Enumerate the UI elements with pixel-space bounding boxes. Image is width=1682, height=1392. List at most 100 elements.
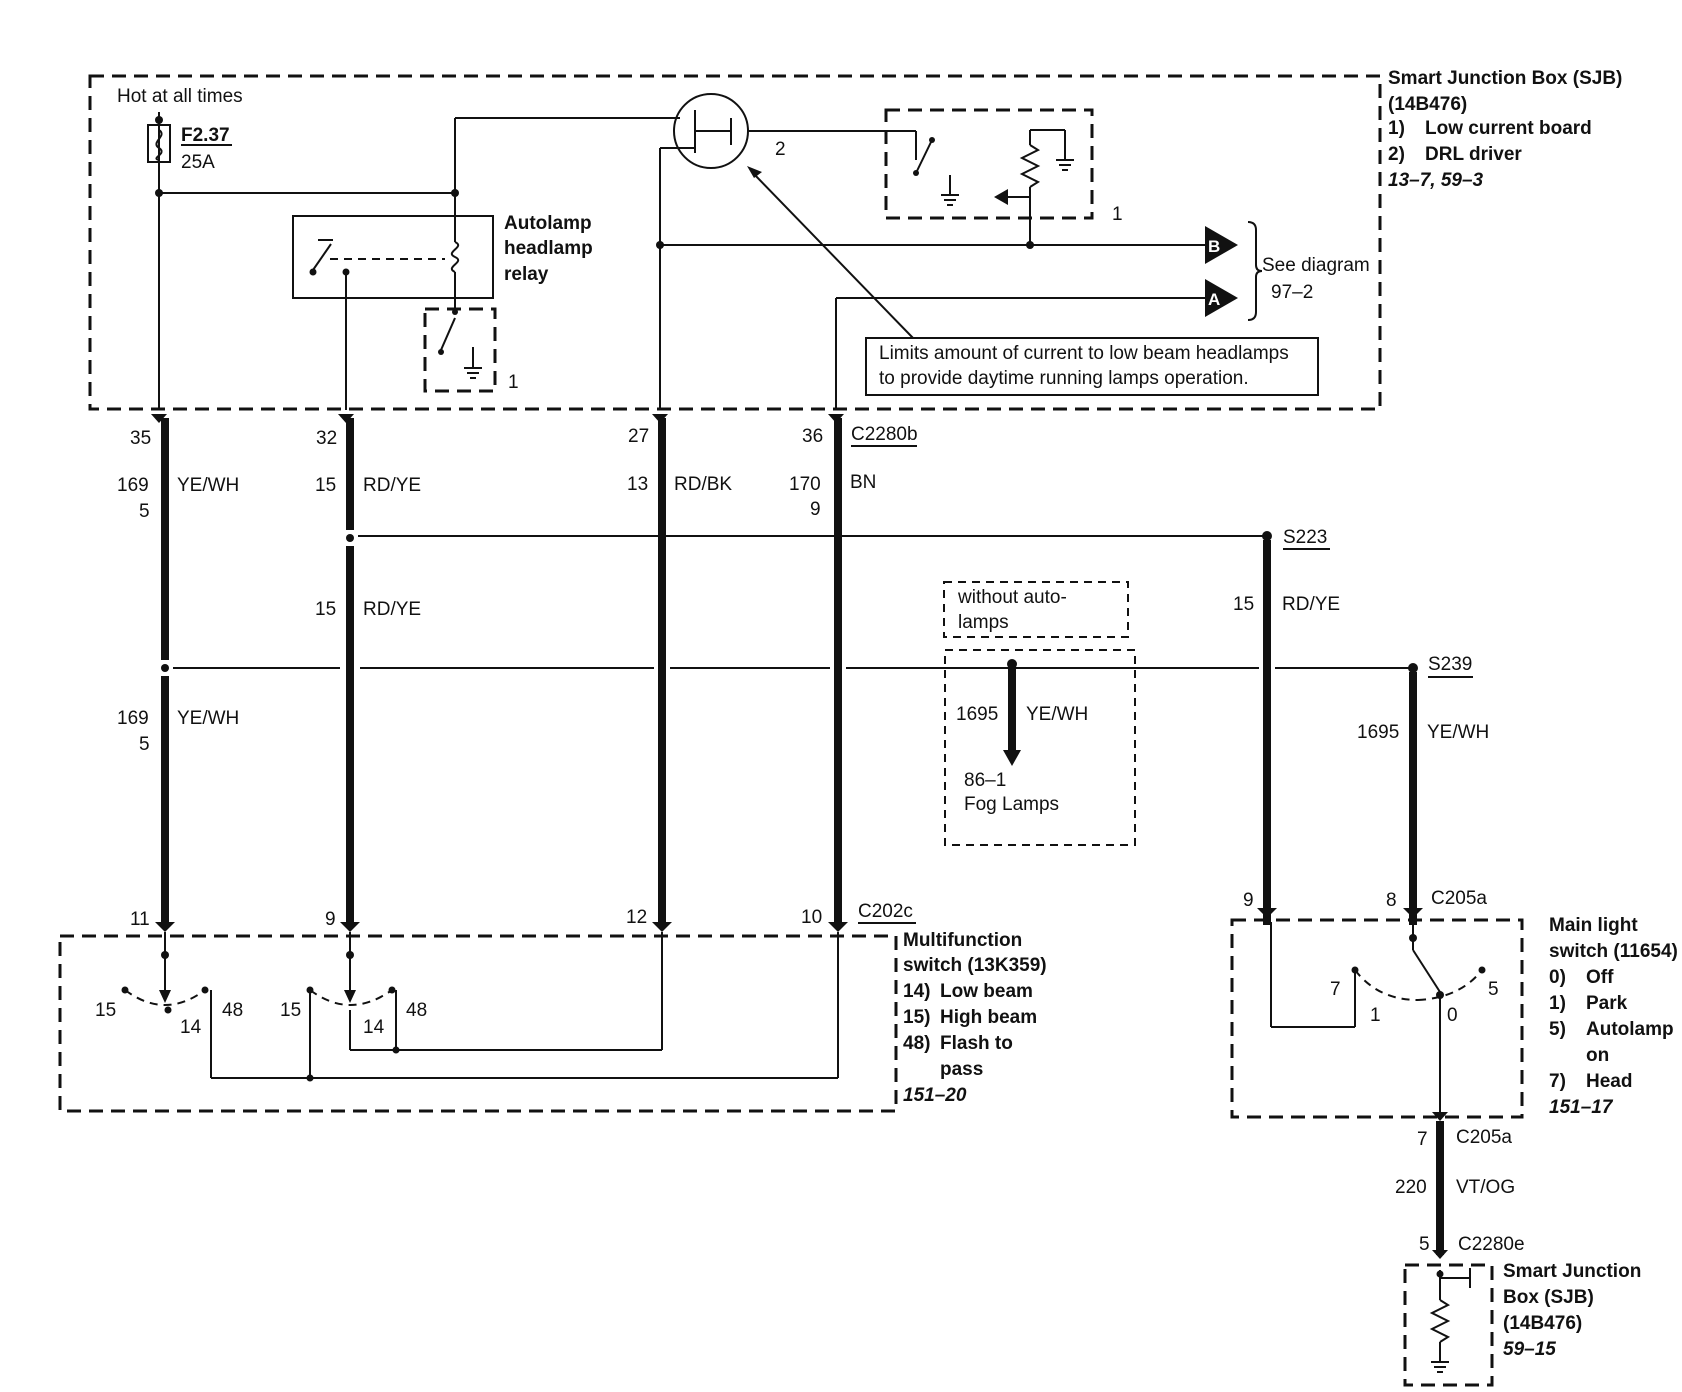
sjb-top-title: Smart Junction Box (SJB) (14B476) 1) Low… (1388, 68, 1622, 191)
multifunction-switch-title: Multifunction switch (13K359) 14) Low be… (903, 930, 1047, 1106)
mf-pos-label: 48 (222, 1000, 243, 1021)
sjb-item-num: 2) (1388, 144, 1405, 165)
mf-ref: 151–20 (903, 1085, 967, 1106)
mls-item-label: Off (1586, 967, 1614, 988)
see-diagram-label: See diagram (1262, 255, 1370, 276)
sjb-lower-title-line: Box (SJB) (1503, 1287, 1594, 1308)
mls-item-num: 1) (1549, 993, 1566, 1014)
color-label: RD/YE (363, 599, 421, 620)
arrow-b-icon (1205, 226, 1238, 264)
color-label: YE/WH (177, 708, 239, 729)
mf-pos-label: 48 (406, 1000, 427, 1021)
sjb-lower-title-line: Smart Junction (1503, 1261, 1641, 1282)
relay-label: headlamp (504, 238, 593, 259)
fog-color: YE/WH (1026, 704, 1088, 725)
callout-line: Limits amount of current to low beam hea… (879, 343, 1289, 364)
circuit-label: 15 (315, 475, 336, 496)
sjb-title-line: Smart Junction Box (SJB) (1388, 68, 1622, 89)
see-diagram-ref: 97–2 (1271, 282, 1313, 303)
main-light-switch-title: Main light switch (11654) 0) Off 1) Park… (1549, 915, 1678, 1118)
mf-title-line: Multifunction (903, 930, 1022, 951)
relay-label: relay (504, 264, 549, 285)
autolamp-relay-icon (292, 215, 494, 299)
circuit-label: 13 (627, 474, 648, 495)
mls-item-num: 7) (1549, 1071, 1566, 1092)
color-label: YE/WH (177, 475, 239, 496)
sjb-item-label: DRL driver (1425, 144, 1522, 165)
mls-pos-label: 7 (1330, 979, 1341, 1000)
circuit-label: 5 (139, 501, 150, 522)
arrow-a-label: A (1208, 290, 1220, 309)
marker-1b: 1 (1112, 204, 1123, 225)
pin-label: 35 (130, 428, 151, 449)
marker-2: 2 (775, 139, 786, 160)
mf-pos-label: 15 (280, 1000, 301, 1021)
circuit-label: 169 (117, 475, 149, 496)
color-label: RD/YE (363, 475, 421, 496)
mf-item-label: Low beam (940, 981, 1033, 1002)
sjb-lower-box (1403, 1263, 1494, 1387)
mls-title-line: Main light (1549, 915, 1638, 936)
color-label: VT/OG (1456, 1177, 1515, 1198)
arrow-a-icon (1205, 279, 1238, 317)
connector-name: C2280e (1458, 1234, 1525, 1255)
circuit-label: 5 (139, 734, 150, 755)
pin-label: 27 (628, 426, 649, 447)
arrow-down-icon (1003, 750, 1021, 766)
sjb-lower-title-line: (14B476) (1503, 1313, 1582, 1334)
without-autolamps-label: lamps (958, 612, 1009, 633)
mf-item-num: 48) (903, 1033, 930, 1054)
connector-name: C2280b (851, 424, 918, 445)
fuse-rating: 25A (181, 152, 215, 173)
arrow-b-label: B (1208, 237, 1220, 256)
pin-label: 32 (316, 428, 337, 449)
circuit-label: 220 (1395, 1177, 1427, 1198)
mf-item-num: 14) (903, 981, 930, 1002)
fog-label: Fog Lamps (964, 794, 1059, 815)
circuit-label: 15 (315, 599, 336, 620)
circuit-label: 169 (117, 708, 149, 729)
mf-item-label: Flash to (940, 1033, 1013, 1054)
mf-pos-label: 14 (363, 1017, 385, 1038)
sjb-lower-ref: 59–15 (1503, 1339, 1556, 1360)
sjb-title-line: (14B476) (1388, 94, 1467, 115)
connector-name: C205a (1456, 1127, 1512, 1148)
mls-item-label: on (1586, 1045, 1609, 1066)
connector-name: C205a (1431, 888, 1487, 909)
pin-label: 10 (801, 907, 822, 928)
mls-pos-label: 0 (1447, 1005, 1458, 1026)
mls-pos-label: 5 (1488, 979, 1499, 1000)
circuit-label: 170 (789, 474, 821, 495)
sjb-item-label: Low current board (1425, 118, 1592, 139)
mls-ref: 151–17 (1549, 1097, 1614, 1118)
sjb-item-num: 1) (1388, 118, 1405, 139)
mls-item-label: Head (1586, 1071, 1632, 1092)
connector-c202c: 11 9 12 10 C202c (130, 901, 916, 932)
sjb-ref: 13–7, 59–3 (1388, 170, 1484, 191)
pin-label: 7 (1417, 1129, 1428, 1150)
main-light-switch-box (1230, 918, 1524, 1119)
fuse-id: F2.37 (181, 125, 230, 146)
sjb-lower-title: Smart Junction Box (SJB) (14B476) 59–15 (1503, 1261, 1641, 1360)
mls-title-line: switch (11654) (1549, 941, 1678, 962)
marker-1: 1 (508, 372, 519, 393)
splice-s239: S239 (1428, 654, 1472, 675)
connector-c205a-top: 9 8 C205a (1243, 888, 1487, 918)
fuse-icon (147, 124, 171, 163)
relay-label: Autolamp (504, 213, 592, 234)
mf-pos-label: 15 (95, 1000, 116, 1021)
color-label: YE/WH (1427, 722, 1489, 743)
circuit-label: 9 (810, 499, 821, 520)
circuit-label: 1695 (1357, 722, 1399, 743)
fog-circuit: 1695 (956, 704, 998, 725)
mf-title-line: switch (13K359) (903, 955, 1047, 976)
pin-label: 12 (626, 907, 647, 928)
color-label: RD/YE (1282, 594, 1340, 615)
mls-item-num: 0) (1549, 967, 1566, 988)
mls-pos-label: 1 (1370, 1005, 1381, 1026)
mls-item-num: 5) (1549, 1019, 1566, 1040)
callout-line: to provide daytime running lamps operati… (879, 368, 1249, 389)
fog-ref: 86–1 (964, 770, 1006, 791)
mf-item-label: pass (940, 1059, 983, 1080)
